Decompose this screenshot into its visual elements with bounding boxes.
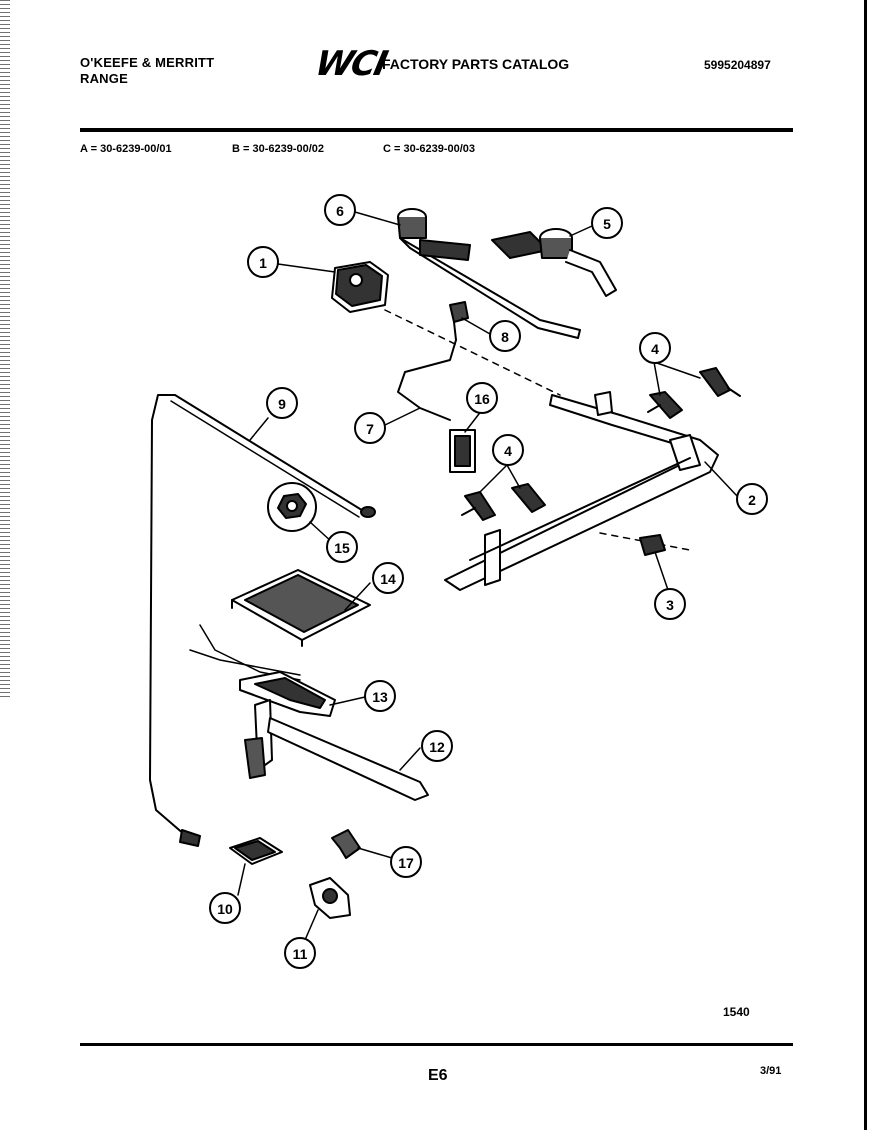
nut-part [267,482,317,532]
gas-supply-tube [149,394,366,836]
scan-edge-artifact [0,0,10,700]
page-border [864,0,867,1130]
valve-pair-lower [461,483,546,521]
igniter-assembly [189,624,336,717]
center-line [599,532,691,551]
callout-9: 9 [278,396,286,412]
model-a: A = 30-6239-00/01 [80,143,172,155]
fitting-part [639,534,666,556]
clip-part [331,829,361,859]
footer-rule [80,1043,793,1046]
callout-4-upper: 4 [651,341,659,357]
callout-4-lower: 4 [504,443,512,459]
valve-part [331,261,389,313]
ignitor-block [449,429,476,473]
callout-6: 6 [336,203,344,219]
heat-shield-plate [231,569,371,647]
callout-12: 12 [429,739,445,755]
page-number: E6 [428,1067,448,1084]
brand-block: O'KEEFE & MERRITT RANGE [80,55,214,87]
catalog-number: 5995204897 [704,58,771,72]
burner-assembly [397,208,617,339]
brand-name: O'KEEFE & MERRITT [80,55,215,70]
callout-13: 13 [372,689,388,705]
model-b: B = 30-6239-00/02 [232,143,325,155]
callout-7: 7 [366,421,374,437]
small-clip-part [449,301,469,341]
callout-3: 3 [666,597,674,613]
callout-10: 10 [217,901,233,917]
model-c: C = 30-6239-00/03 [383,143,476,155]
callout-11: 11 [293,946,308,962]
callout-8: 8 [501,329,509,345]
thermocouple-tube [397,339,457,421]
header-rule [80,128,793,132]
manifold-pipe [444,391,719,591]
broil-burner [244,699,429,801]
callout-circles [209,194,768,969]
bracket-part [229,837,283,865]
callout-16: 16 [474,391,490,407]
callout-17: 17 [398,855,414,871]
catalog-title: FACTORY PARTS CATALOG [382,56,570,72]
product-type: RANGE [80,71,128,86]
callout-15: 15 [334,540,350,556]
callout-2: 2 [748,492,756,508]
callout-5: 5 [603,216,611,232]
center-line [384,309,561,396]
figure-number: 1540 [723,1005,750,1019]
revision-date: 3/91 [760,1065,782,1077]
callout-14: 14 [380,571,396,587]
clamp-part [309,877,351,919]
callout-1: 1 [259,255,267,271]
